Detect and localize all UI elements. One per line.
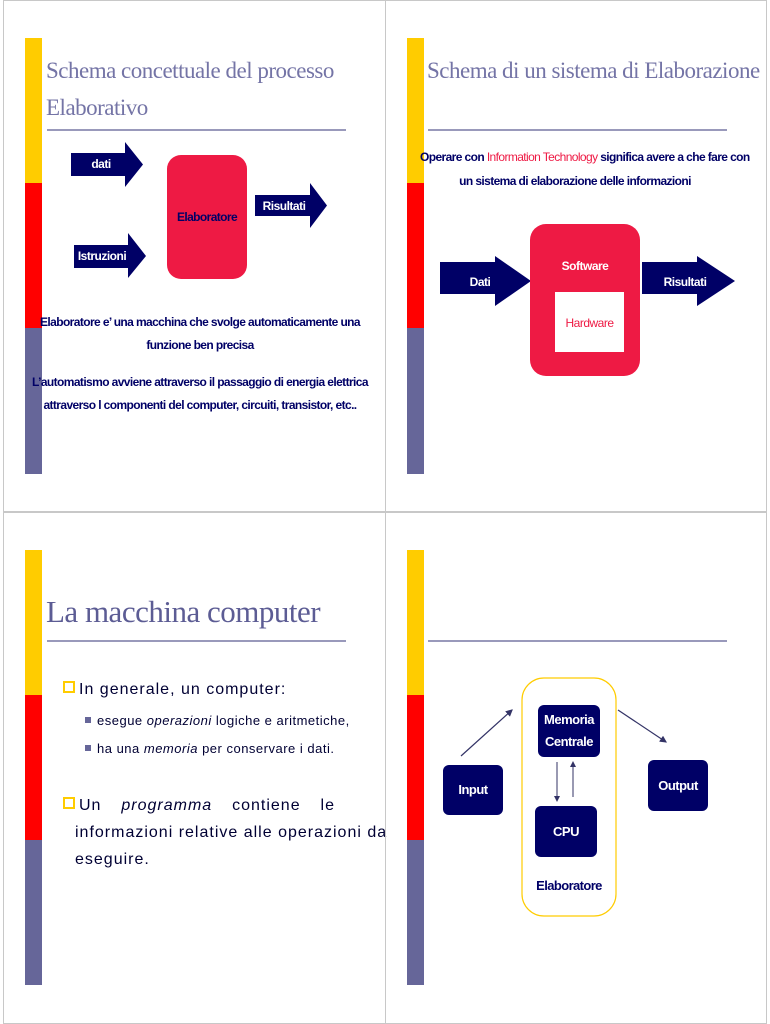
- text-line: L’automatismo avviene attraverso il pass…: [32, 375, 368, 389]
- arrow-label-istruzioni: Istruzioni: [77, 249, 127, 263]
- arrow-label-risultati: Risultati: [663, 275, 707, 289]
- group-label-elaboratore: Elaboratore: [536, 878, 602, 893]
- text-line: Elaboratore e’ una macchina che svolge a…: [40, 315, 361, 329]
- title-rule: [47, 640, 346, 642]
- accent-bar-slate: [407, 840, 424, 985]
- hardware-label: Hardware: [565, 316, 614, 330]
- accent-bar-red: [25, 183, 42, 328]
- title-line: Elaborativo: [46, 95, 148, 120]
- slide-2: [385, 0, 767, 512]
- bullet-square-icon: [63, 681, 75, 693]
- bullet-square-icon: [85, 717, 91, 723]
- slide-3: [3, 512, 386, 1024]
- arrow-memory-to-output: [617, 709, 667, 743]
- system-diagram: [440, 224, 735, 376]
- text-emphasis: operazioni: [146, 713, 212, 728]
- arrow-risultati: [255, 183, 327, 228]
- elaboratore-group: [521, 677, 617, 917]
- software-label: Software: [561, 259, 609, 273]
- title-rule: [428, 640, 727, 642]
- accent-bar-slate: [25, 328, 42, 474]
- accent-bar-slate: [25, 840, 42, 985]
- bullet-text: In generale, un computer:: [79, 681, 287, 698]
- cpu-box: CPU: [535, 806, 597, 857]
- intro-line: Operare con Information Technology signi…: [420, 150, 750, 164]
- text-line: attraverso l componenti del computer, ci…: [43, 398, 357, 412]
- output-box: Output: [648, 760, 708, 811]
- sub-bullet: ha una memoria per conservare i dati.: [85, 741, 334, 756]
- arrow-label-dati: dati: [91, 157, 111, 171]
- intro-text: significa avere a che fare con: [597, 150, 750, 164]
- title-rule: [47, 129, 346, 131]
- bullet: Un programma contiene le: [63, 797, 335, 815]
- text: le: [320, 797, 335, 814]
- slide-title: La macchina computer: [46, 594, 321, 629]
- accent-bar-yellow: [407, 550, 424, 695]
- memory-box: Memoria Centrale: [538, 705, 600, 757]
- input-box: Input: [443, 765, 503, 815]
- arrow-risultati: [642, 256, 735, 306]
- text-emphasis: memoria: [143, 741, 198, 756]
- intro-line: un sistema di elaborazione delle informa…: [459, 174, 691, 188]
- bullet-text: eseguire.: [75, 851, 150, 868]
- text: contiene: [232, 797, 301, 814]
- arrow-dati: [440, 256, 531, 306]
- bullet-square-icon: [85, 745, 91, 751]
- arrow-istruzioni: [74, 233, 146, 278]
- accent-bar-yellow: [407, 38, 424, 183]
- box-label-elaboratore: Elaboratore: [176, 210, 238, 224]
- title-line: Schema concettuale del processo: [46, 58, 334, 83]
- hardware-box: [555, 292, 624, 352]
- accent-bar-yellow: [25, 38, 42, 183]
- arrow-label-dati: Dati: [469, 275, 491, 289]
- text-line: funzione ben precisa: [146, 338, 254, 352]
- accent-bar-red: [25, 695, 42, 840]
- text: Un: [79, 797, 102, 814]
- text: per conservare i dati.: [197, 741, 335, 756]
- slide-title: Schema di un sistema di Elaborazione: [427, 58, 760, 83]
- arrow-input-to-memory: [460, 709, 513, 757]
- diagram-arrows: [71, 142, 327, 279]
- arrow-label-risultati: Risultati: [262, 199, 306, 213]
- intro-highlight: Information Technology: [486, 150, 598, 164]
- bullet-text: informazioni relative alle operazioni da: [75, 824, 388, 841]
- slide-title: Schema concettuale del processo Elaborat…: [46, 52, 334, 126]
- elaboratore-box: [167, 155, 247, 279]
- text-emphasis: programma: [121, 797, 213, 814]
- intro-text: Operare con: [420, 150, 487, 164]
- text: ha una: [97, 741, 144, 756]
- title-rule: [428, 129, 727, 131]
- accent-bar-yellow: [25, 550, 42, 695]
- accent-bar-red: [407, 695, 424, 840]
- accent-bar-red: [407, 183, 424, 328]
- bullet: In generale, un computer:: [63, 681, 286, 699]
- arrow-dati: [71, 142, 143, 187]
- text: logiche e aritmetiche,: [211, 713, 350, 728]
- accent-bar-slate: [407, 328, 424, 474]
- bullet-square-icon: [63, 797, 75, 809]
- text: esegue: [97, 713, 147, 728]
- computer-diagram: [460, 677, 667, 917]
- sub-bullet: esegue operazioni logiche e aritmetiche,: [85, 713, 350, 728]
